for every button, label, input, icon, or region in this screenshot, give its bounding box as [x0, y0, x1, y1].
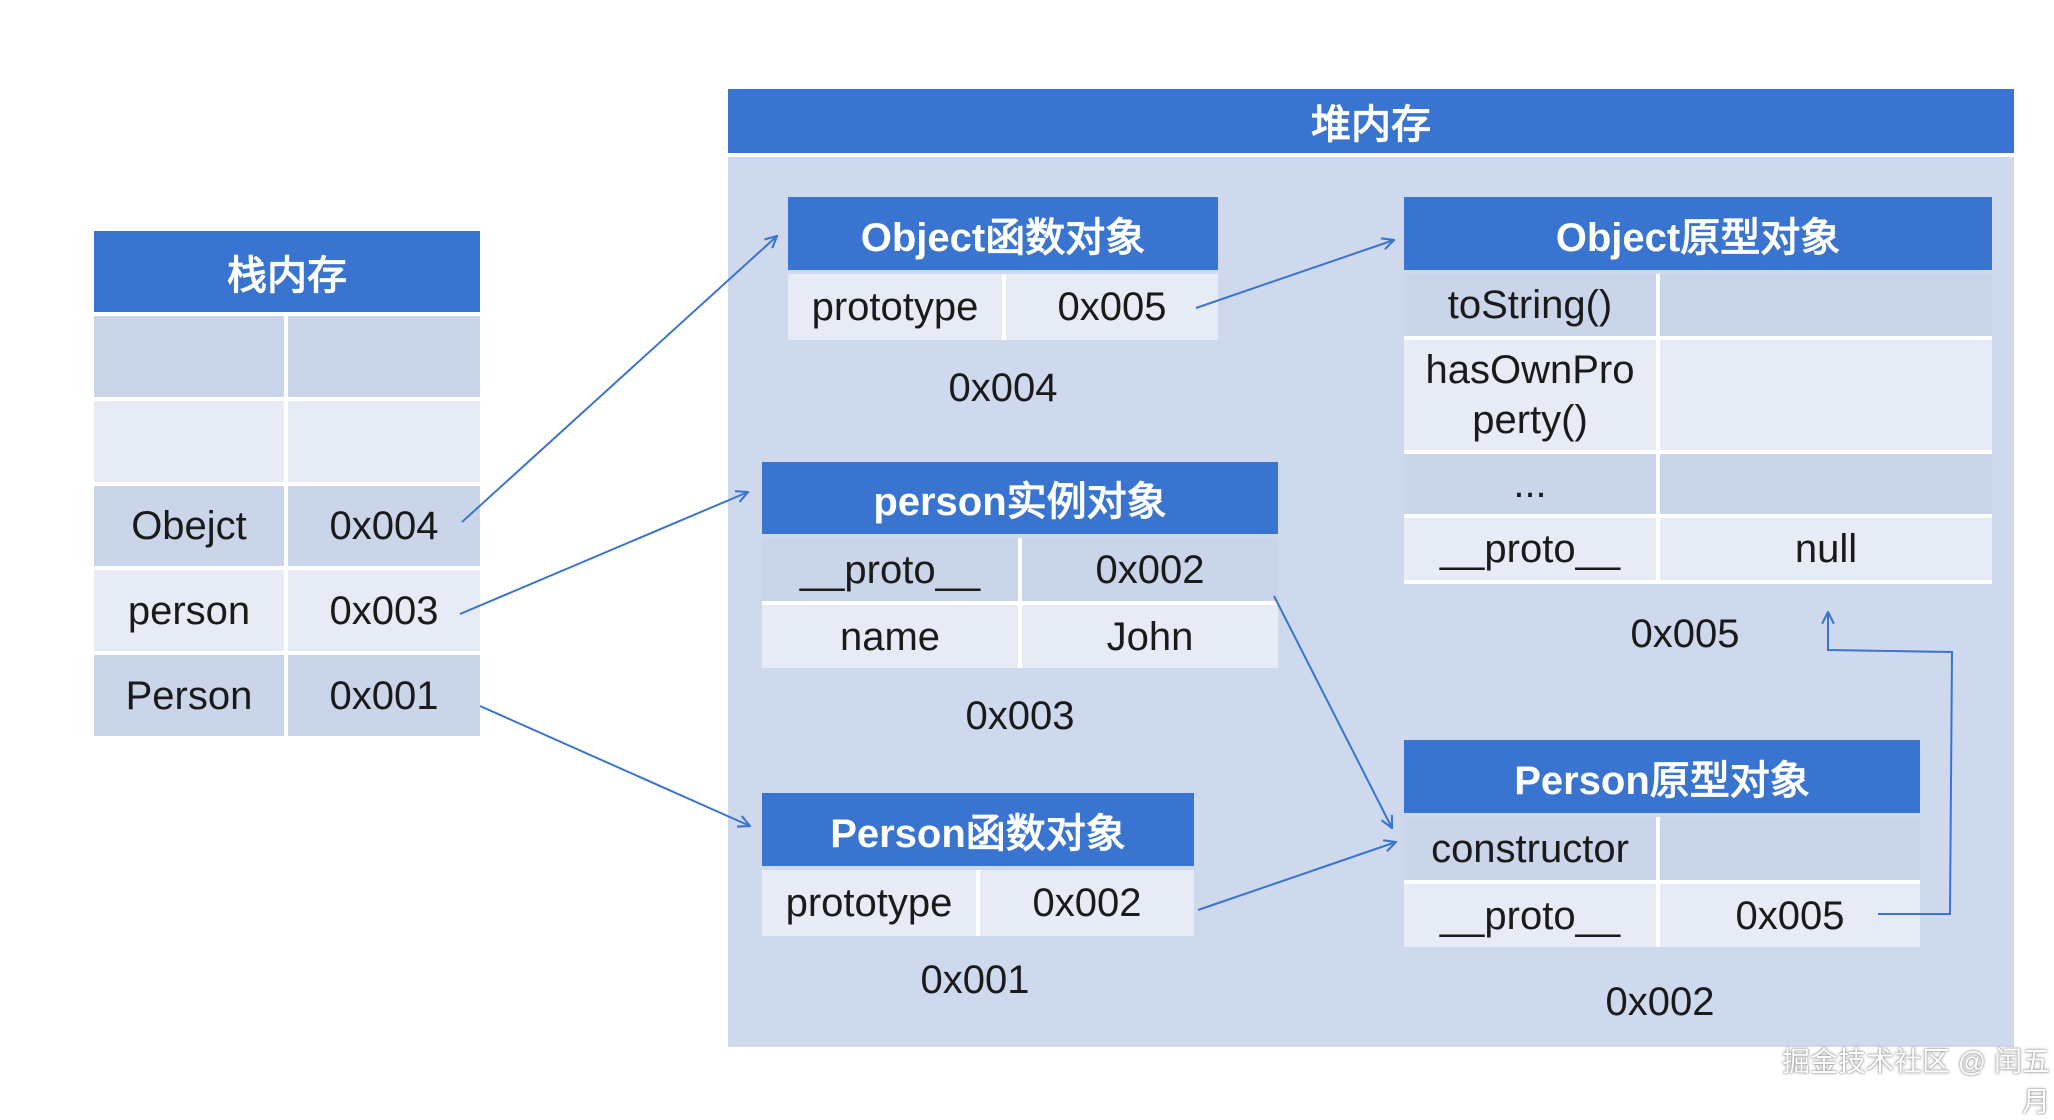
object-function-key: prototype [788, 274, 1002, 340]
object-prototype-key: hasOwnPro perty() [1404, 340, 1656, 450]
stack-memory-table: Obejct 0x004 person 0x003 Person 0x001 [94, 316, 480, 736]
person-prototype-key: constructor [1404, 817, 1656, 880]
heap-memory-title: 堆内存 [728, 89, 2014, 153]
object-prototype-key: toString() [1404, 274, 1656, 336]
arrow-person-prototype-proto [1828, 612, 1954, 915]
object-function-address: 0x004 [948, 366, 1058, 410]
stack-value-cell: 0x004 [288, 485, 480, 567]
object-prototype-value: null [1660, 518, 1992, 580]
person-prototype-address: 0x002 [1605, 980, 1715, 1024]
object-function-title: Object函数对象 [788, 197, 1218, 270]
arrow-person-function-prototype [1197, 842, 1396, 911]
person-prototype-value [1660, 817, 1920, 880]
person-instance-key: name [762, 605, 1018, 668]
arrow-object-function-prototype [1195, 240, 1394, 309]
stack-name-cell: person [94, 570, 284, 652]
stack-name-cell [94, 316, 284, 397]
person-instance-value: 0x002 [1022, 538, 1278, 601]
stack-value-cell: 0x003 [288, 570, 480, 652]
stack-value-cell: 0x001 [288, 655, 480, 736]
stack-name-cell: Person [94, 655, 284, 736]
stack-name-cell [94, 400, 284, 482]
person-function-title: Person函数对象 [762, 793, 1194, 866]
arrow-Person-to-function [479, 705, 750, 826]
watermark: 掘金技术社区 @ 闰五月 [1782, 1046, 2050, 1117]
person-instance-table: __proto__ 0x002 name John [762, 538, 1278, 668]
person-instance-title: person实例对象 [762, 462, 1278, 534]
person-function-table: prototype 0x002 [762, 870, 1194, 936]
person-instance-key: __proto__ [762, 538, 1018, 601]
object-prototype-value [1660, 454, 1992, 514]
person-instance-value: John [1022, 605, 1278, 668]
person-prototype-table: constructor __proto__ 0x005 [1404, 817, 1920, 947]
object-prototype-address: 0x005 [1630, 612, 1740, 656]
stack-memory-title: 栈内存 [94, 231, 480, 312]
object-prototype-value [1660, 340, 1992, 450]
object-prototype-table: toString() hasOwnPro perty() ... __proto… [1404, 274, 1992, 584]
object-prototype-key: __proto__ [1404, 518, 1656, 580]
person-instance-address: 0x003 [965, 694, 1075, 738]
object-function-value: 0x005 [1006, 274, 1218, 340]
person-prototype-key: __proto__ [1404, 884, 1656, 947]
person-function-key: prototype [762, 870, 976, 936]
person-function-value: 0x002 [980, 870, 1194, 936]
person-prototype-title: Person原型对象 [1404, 740, 1920, 813]
object-prototype-title: Object原型对象 [1404, 197, 1992, 270]
person-prototype-value: 0x005 [1660, 884, 1920, 947]
arrow-instance-proto [1273, 595, 1392, 828]
object-function-table: prototype 0x005 [788, 274, 1218, 340]
stack-name-cell: Obejct [94, 485, 284, 567]
object-prototype-key: ... [1404, 454, 1656, 514]
stack-value-cell [288, 400, 480, 482]
reference-arrows [459, 0, 1954, 915]
person-function-address: 0x001 [920, 958, 1030, 1002]
object-prototype-value [1660, 274, 1992, 336]
stack-value-cell [288, 316, 480, 397]
arrow-person-to-instance [459, 492, 748, 615]
arrow-object-to-function [461, 236, 777, 523]
